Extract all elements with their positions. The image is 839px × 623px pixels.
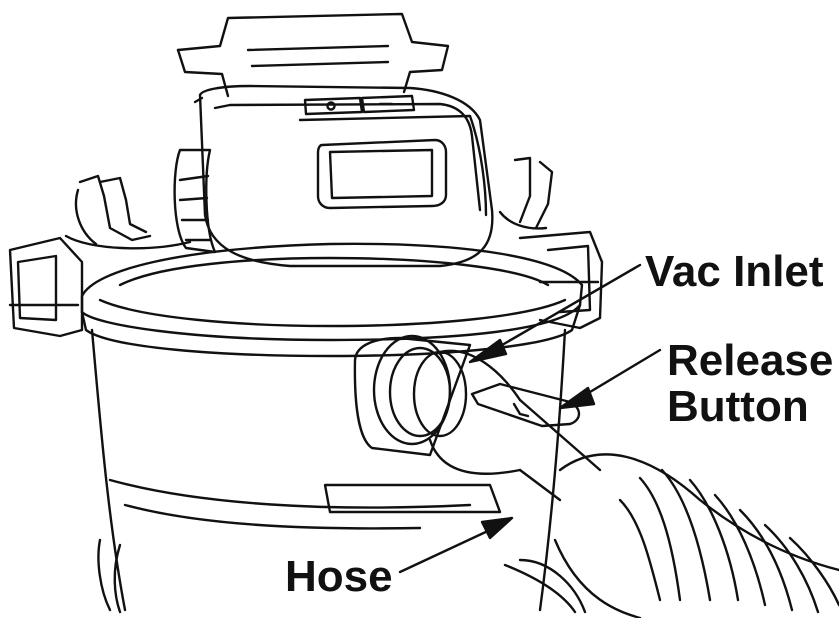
leader-release-button bbox=[558, 348, 662, 410]
lid bbox=[8, 230, 604, 358]
cord-hook-left bbox=[64, 174, 192, 250]
vac-inlet-label: Vac Inlet bbox=[645, 247, 824, 296]
leader-vac-inlet bbox=[468, 263, 642, 364]
vac-inlet-port bbox=[353, 334, 472, 457]
release-button-label: Release Button bbox=[667, 338, 833, 430]
hose bbox=[428, 349, 839, 620]
drum bbox=[90, 328, 587, 614]
cord-hook-right bbox=[498, 156, 554, 230]
release-label-line2: Button bbox=[667, 382, 809, 431]
motor-head bbox=[198, 84, 494, 268]
carry-handle bbox=[176, 12, 450, 104]
hose-label: Hose bbox=[285, 552, 393, 601]
leader-hose bbox=[398, 516, 514, 574]
vent-grille bbox=[173, 148, 217, 254]
release-label-line1: Release bbox=[667, 336, 834, 385]
